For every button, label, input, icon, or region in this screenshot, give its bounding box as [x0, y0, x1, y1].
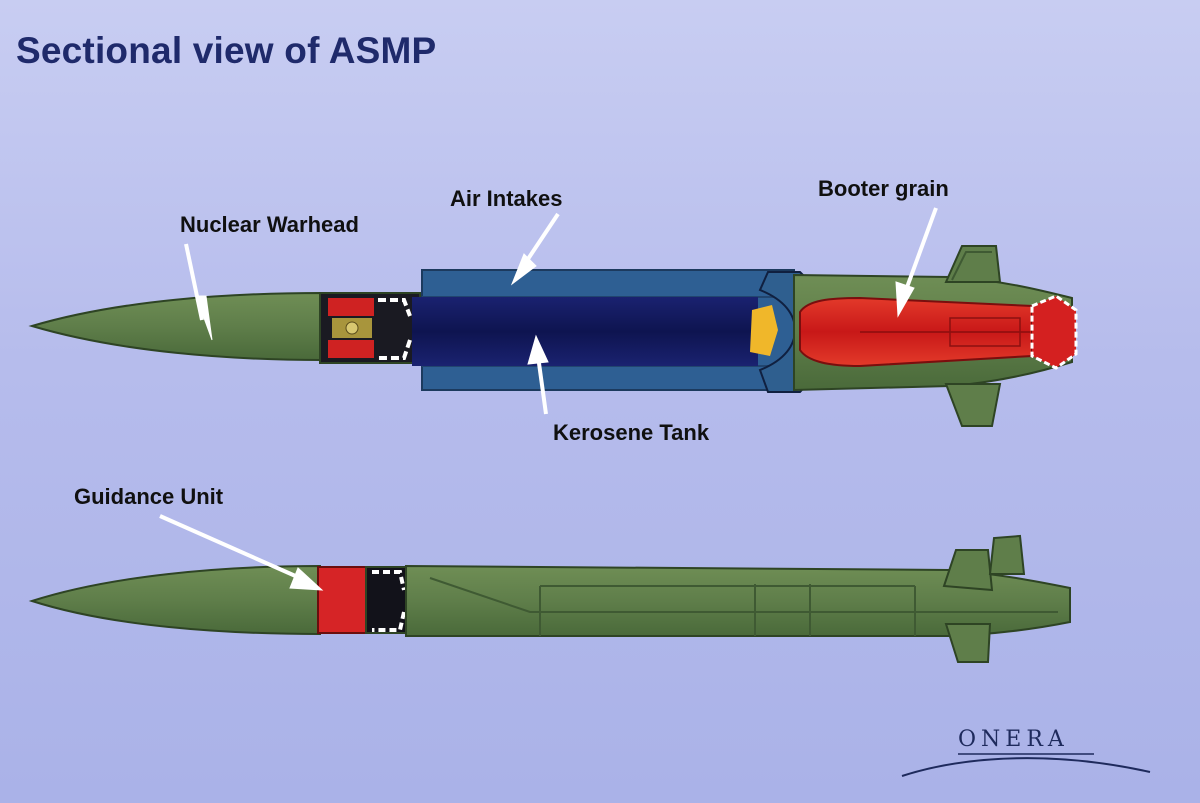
page-title: Sectional view of ASMP — [16, 30, 437, 71]
callout-arrow-guidance — [159, 514, 324, 591]
label-air-intakes: Air Intakes — [450, 186, 563, 211]
label-guidance-unit: Guidance Unit — [74, 484, 224, 509]
tail-fin-lower-bottom — [944, 623, 992, 663]
label-kerosene-tank: Kerosene Tank — [553, 420, 710, 445]
tail-fin-lower-upper — [942, 549, 994, 592]
kerosene-tank — [412, 297, 758, 366]
label-booster-grain: Booter grain — [818, 176, 949, 201]
nozzle — [1030, 294, 1078, 370]
nose-cone-lower — [28, 564, 321, 636]
tail-fin-lower-top — [988, 534, 1026, 575]
nose-cone — [28, 291, 323, 362]
tail-fin-lower — [944, 383, 1002, 427]
logo-swoosh — [901, 757, 1151, 777]
label-nuclear-warhead: Nuclear Warhead — [180, 212, 359, 237]
tail-fin-upper — [944, 245, 1002, 283]
missile-sectional — [28, 245, 1078, 427]
guidance-unit — [317, 566, 367, 634]
onera-logo: ONERA — [958, 727, 1069, 752]
missile-exterior — [28, 534, 1071, 663]
callout-arrows-top — [184, 207, 938, 415]
